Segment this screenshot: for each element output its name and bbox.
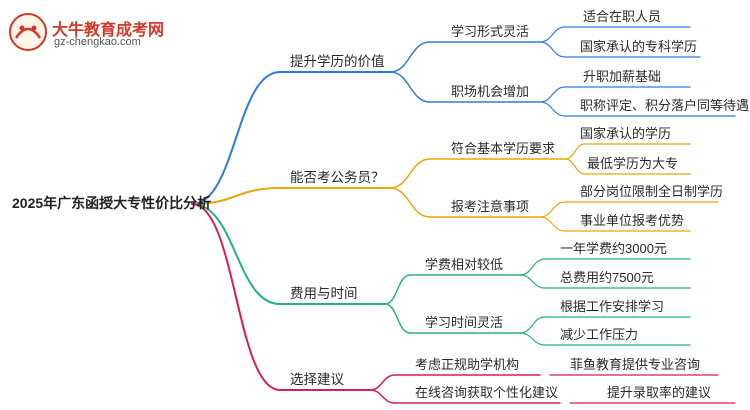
leaf-label: 一年学费约3000元 — [560, 241, 667, 256]
sub-label-online: 在线咨询获取个性化建议 — [415, 385, 559, 400]
sub-connector — [384, 303, 411, 334]
leaf-connector — [539, 86, 566, 103]
leaf-connector — [564, 143, 586, 160]
leaf-connector — [539, 101, 566, 117]
leaf-label: 部分岗位限制全日制学历 — [580, 184, 724, 199]
leaf-label: 提升录取率的建议 — [607, 385, 712, 400]
sub-label-requirement: 符合基本学历要求 — [451, 141, 556, 156]
site-logo: 大牛教育成考网 gz-chengkao.com — [8, 12, 178, 54]
branch-label-cost-time: 费用与时间 — [290, 286, 358, 301]
sub-connector — [389, 41, 431, 73]
sub-connector — [389, 187, 431, 218]
logo-badge-icon — [9, 13, 47, 51]
sub-connector — [389, 71, 431, 103]
leaf-connector — [519, 316, 546, 334]
leaf-label: 国家承认的学历 — [580, 126, 672, 141]
sub-label-institution: 考虑正规助学机构 — [415, 357, 520, 372]
branch-label-advice: 选择建议 — [290, 372, 344, 387]
branch-label-value: 提升学历的价值 — [290, 54, 385, 69]
leaf-label: 升职加薪基础 — [583, 69, 662, 84]
leaf-label: 适合在职人员 — [583, 9, 662, 24]
root-branch-connector — [191, 187, 281, 205]
sub-label-career: 职场机会增加 — [451, 84, 530, 99]
leaf-label: 菲鱼教育提供专业咨询 — [570, 357, 701, 372]
sub-label-flexible-time: 学习时间灵活 — [425, 315, 504, 330]
sub-label-flexible-form: 学习形式灵活 — [451, 24, 530, 39]
leaf-connector — [564, 158, 586, 175]
branch-label-civil-service: 能否考公务员？ — [290, 170, 385, 185]
root-branch-connector — [191, 203, 281, 391]
sub-label-low-fee: 学费相对较低 — [425, 257, 504, 272]
leaf-connector — [539, 201, 566, 218]
leaf-label: 总费用约7500元 — [560, 270, 654, 285]
leaf-connector — [539, 216, 566, 232]
leaf-connector — [539, 26, 566, 43]
mindmap-root: 2025年广东函授大专性价比分析 — [12, 195, 212, 211]
site-name: 大牛教育成考网 — [52, 22, 165, 39]
sub-connector — [384, 274, 411, 305]
leaf-label: 国家承认的专科学历 — [580, 39, 698, 54]
sub-connector — [389, 158, 431, 189]
leaf-label: 职称评定、积分落户同等待遇 — [580, 98, 750, 113]
leaf-label: 减少工作压力 — [560, 327, 639, 342]
leaf-label: 根据工作安排学习 — [560, 299, 665, 314]
sub-connector — [369, 374, 396, 391]
sub-label-notes: 报考注意事项 — [451, 199, 530, 214]
sub-connector — [369, 389, 396, 404]
leaf-connector — [519, 258, 546, 276]
leaf-connector — [539, 41, 566, 58]
site-url: gz-chengkao.com — [54, 36, 141, 48]
leaf-label: 事业单位报考优势 — [580, 213, 685, 228]
root-branch-connector — [191, 203, 281, 305]
leaf-connector — [519, 274, 546, 289]
root-branch-connector — [191, 71, 281, 205]
leaf-label: 最低学历为大专 — [587, 156, 679, 171]
leaf-connector — [519, 332, 546, 346]
